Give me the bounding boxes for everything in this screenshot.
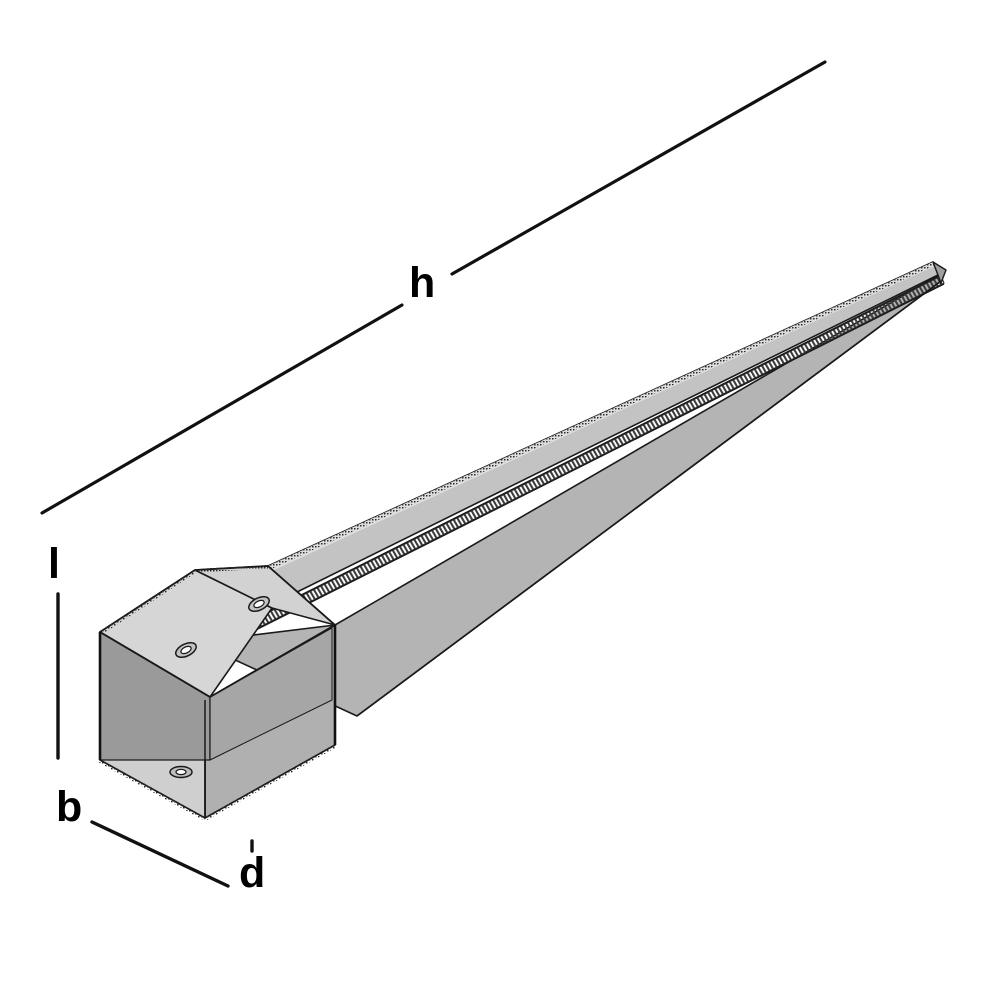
- dimension-label-l: l: [48, 540, 60, 588]
- dimension-line-h-lower: [40, 303, 404, 515]
- post-holder-bracket: [98, 565, 337, 821]
- bracket-bottom-stipple-edge: [99, 759, 205, 821]
- spike-top-edge-stipple: [268, 262, 934, 570]
- dimension-line-h-upper: [450, 60, 827, 276]
- bracket-inner-fold-line: [99, 631, 211, 698]
- dimension-label-h: h: [409, 259, 436, 307]
- spike-ridge-line-upper: [198, 274, 942, 647]
- dimension-lines: [40, 60, 827, 888]
- spike-ridge-line-lower: [203, 283, 945, 657]
- screw-hole-rim-upper: [248, 596, 270, 612]
- spike-serrated-ridge: [198, 275, 945, 656]
- dimension-label-b: b: [56, 783, 83, 831]
- spike-bottom-edge: [356, 280, 942, 717]
- bracket-rim-stipple-edge: [100, 569, 196, 635]
- bracket-rim-stipple-edge-2: [195, 565, 268, 573]
- dimension-label-d: d: [239, 849, 266, 897]
- spike-top-face: [195, 261, 945, 643]
- screw-hole-front-face: [169, 765, 193, 779]
- bracket-bottom-stipple-edge-2: [205, 744, 336, 821]
- screw-hole-rim-lower: [175, 642, 197, 658]
- object-group: [40, 60, 947, 888]
- ground-spike: [195, 261, 947, 717]
- spike-tip: [932, 261, 947, 284]
- dimension-line-b: [90, 820, 230, 888]
